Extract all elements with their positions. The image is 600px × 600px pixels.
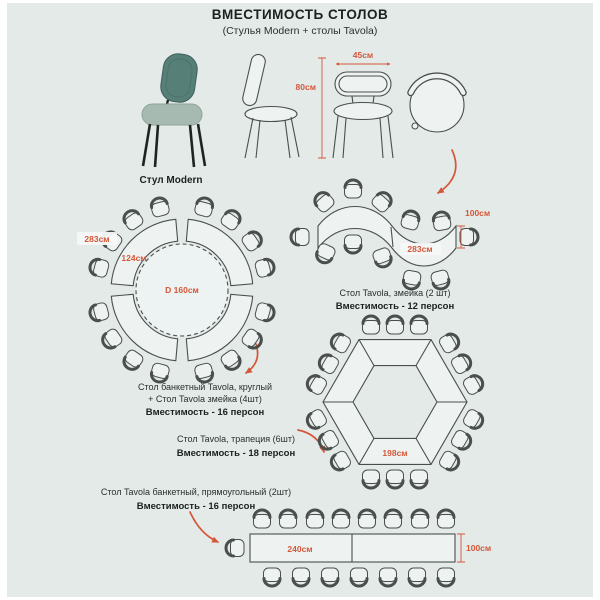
chair-leg	[153, 124, 160, 168]
snake-length-dim: 283см	[407, 244, 432, 254]
page-subtitle: (Стулья Modern + столы Tavola)	[223, 25, 378, 37]
dim-badge	[77, 232, 117, 245]
arrow-to-snake	[437, 149, 457, 194]
poster-background	[7, 3, 593, 597]
round-inner-dim: 124см	[121, 253, 146, 263]
chair-leg	[188, 124, 196, 168]
rect-capacity: Вместимость - 16 персон	[137, 501, 256, 512]
round-capacity: Вместимость - 16 персон	[146, 407, 265, 418]
chair-seat	[141, 103, 203, 126]
snake-segment	[110, 218, 179, 287]
chair-top-view	[407, 72, 467, 133]
snake-capacity: Вместимость - 12 персон	[336, 301, 455, 312]
hex-caption: Стол Tavola, трапеция (6шт)	[177, 434, 295, 444]
chair-backrest-stitch	[165, 58, 193, 98]
round-arrangement-diagram: 283см 124см D 160см	[77, 194, 278, 386]
round-caption-line1: Стол банкетный Tavola, круглый	[138, 382, 272, 392]
chair-name-label: Стул Modern	[139, 175, 202, 186]
round-outer-dim: 283см	[84, 234, 109, 244]
chair-photo	[141, 53, 207, 168]
hex-side-dim: 198см	[382, 448, 407, 458]
snake-segment	[185, 218, 254, 287]
chair-leg	[196, 123, 207, 167]
round-table	[135, 243, 229, 337]
rect-caption: Стол Tavola банкетный, прямоугольный (2ш…	[101, 487, 291, 497]
hex-arrangement-diagram: 198см	[302, 314, 488, 490]
page-title: ВМЕСТИМОСТЬ СТОЛОВ	[212, 7, 388, 22]
chair-backrest	[160, 53, 198, 103]
hex-capacity: Вместимость - 18 персон	[177, 448, 296, 459]
chair-width-dim: 45см	[353, 50, 373, 60]
hex-table-dividers	[323, 339, 467, 465]
leg-cap-detail	[411, 122, 419, 130]
snake-width-dim: 100см	[465, 208, 490, 218]
rect-length-dim: 240см	[287, 544, 312, 554]
round-caption-line2: + Стол Tavola змейка (4шт)	[148, 394, 262, 404]
snake-width-dim-line	[457, 225, 465, 249]
rect-width-dim-line	[457, 533, 465, 563]
snake-caption: Стол Tavola, змейка (2 шт)	[340, 288, 451, 298]
round-diameter-dim: D 160см	[165, 285, 199, 295]
rect-width-dim: 100см	[466, 543, 491, 553]
chair-front-view: 45см	[332, 50, 394, 159]
chair-side-view	[242, 53, 300, 159]
height-dimension-line	[318, 57, 326, 159]
dim-badge	[400, 243, 441, 255]
rect-arrangement-diagram: 240см 100см	[224, 508, 491, 588]
arrow-to-rect-table	[189, 511, 220, 543]
snake-segment	[110, 293, 179, 362]
snake-segment	[185, 293, 254, 362]
chair-leg	[141, 123, 152, 167]
snake-arrangement-diagram: 100см 283см	[289, 178, 490, 293]
snake-table-divider	[390, 226, 394, 248]
chair-height-dim: 80см	[296, 82, 316, 92]
